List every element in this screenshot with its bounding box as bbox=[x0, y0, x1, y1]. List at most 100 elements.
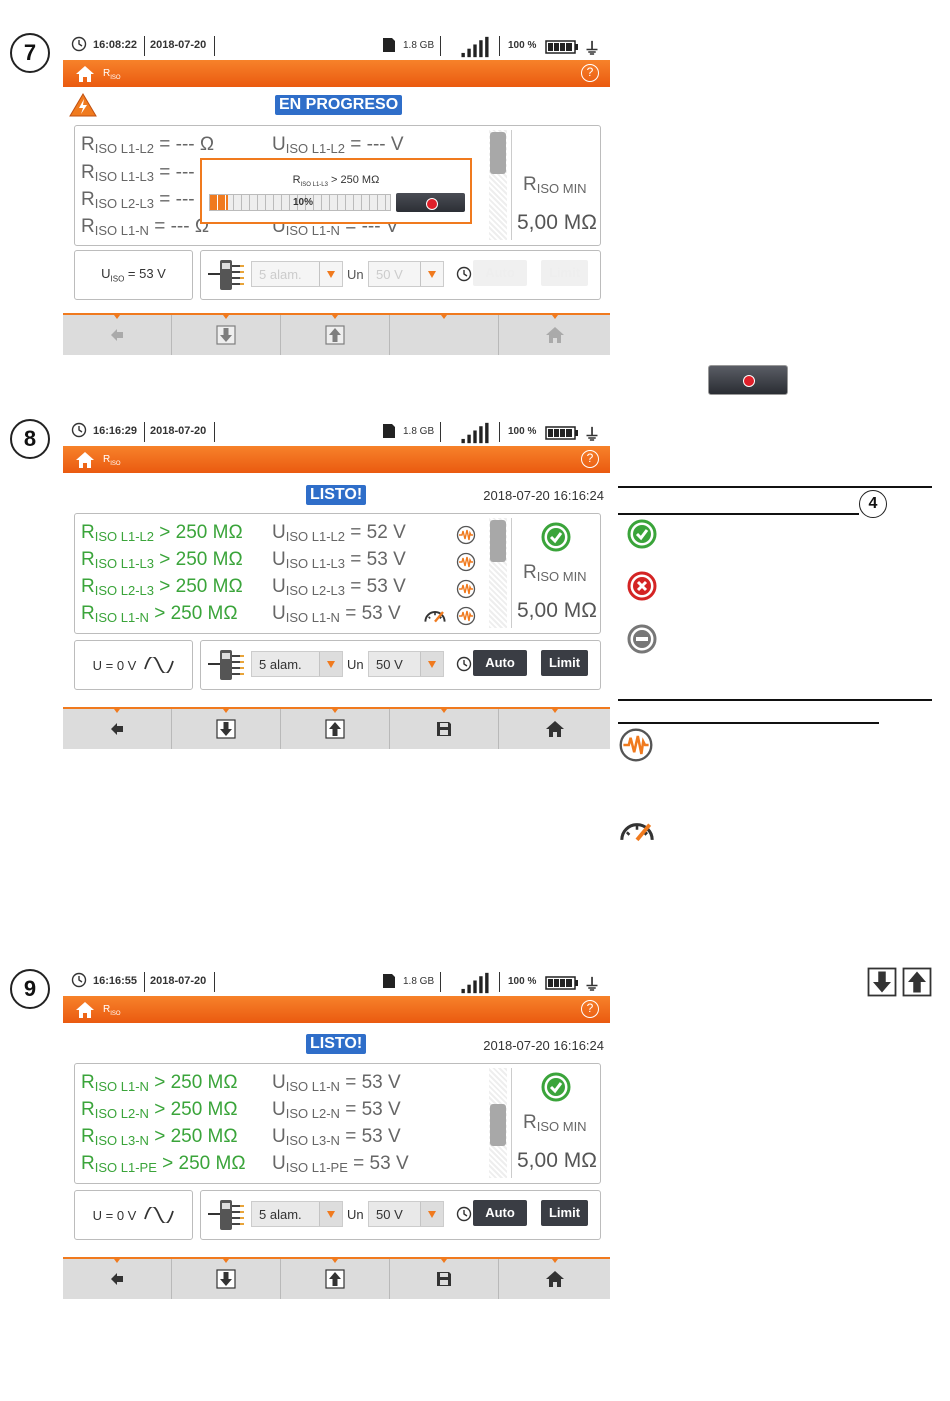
bottom-toolbar bbox=[63, 313, 610, 355]
clock-icon bbox=[71, 422, 87, 438]
divider-line bbox=[618, 699, 932, 701]
stop-hand-icon bbox=[425, 197, 438, 210]
not-evaluated-icon bbox=[626, 623, 658, 655]
rmin-label: RISO MIN bbox=[523, 562, 587, 584]
page-title: RISO bbox=[103, 68, 121, 81]
sd-card-icon bbox=[382, 37, 396, 53]
stop-button[interactable] bbox=[396, 193, 465, 212]
status-date: 2018-07-20 bbox=[150, 39, 207, 51]
back-arrow-icon bbox=[109, 327, 125, 343]
scroll-down-button[interactable] bbox=[172, 709, 281, 749]
screen-9: 16:16:55 2018-07-20 1.8 GB 100 % ⏚ RISO … bbox=[63, 968, 610, 1299]
timer-icon bbox=[456, 1206, 472, 1222]
arrow-down-icon bbox=[216, 1269, 236, 1289]
scroll-up-button[interactable] bbox=[281, 709, 390, 749]
step-number-7: 7 bbox=[10, 33, 50, 73]
arrow-down-icon bbox=[866, 967, 898, 997]
home-button[interactable] bbox=[499, 1259, 610, 1299]
scroll-up-button[interactable] bbox=[281, 315, 390, 355]
status-time: 16:16:55 bbox=[93, 975, 138, 987]
controls-box: 5 alam. Un 50 V Auto Limit bbox=[200, 250, 601, 300]
rmin-value: 5,00 MΩ bbox=[517, 211, 597, 234]
probe-select[interactable]: 5 alam. bbox=[251, 651, 343, 677]
scrollbar[interactable] bbox=[489, 130, 507, 240]
status-date: 2018-07-20 bbox=[150, 425, 207, 437]
auto-button[interactable]: Auto bbox=[473, 260, 527, 286]
sound-wave-icon bbox=[618, 727, 654, 763]
empty-toolbar-slot bbox=[390, 315, 499, 355]
screen-body: LISTO! 2018-07-20 16:16:24 RISO L1-N > 2… bbox=[63, 1023, 610, 1299]
probe-select[interactable]: 5 alam. bbox=[251, 1201, 343, 1227]
arrow-up-icon bbox=[901, 967, 933, 997]
stop-button-legend bbox=[708, 365, 788, 395]
save-button[interactable] bbox=[390, 1259, 499, 1299]
limit-button[interactable]: Limit bbox=[541, 260, 588, 286]
back-button[interactable] bbox=[63, 1259, 172, 1299]
clock-icon bbox=[71, 972, 87, 988]
un-select[interactable]: 50 V bbox=[368, 651, 444, 677]
status-time: 16:16:29 bbox=[93, 425, 138, 437]
rmin-value: 5,00 MΩ bbox=[517, 1149, 597, 1172]
back-button[interactable] bbox=[63, 315, 172, 355]
voltage-box: U = 0 V bbox=[74, 1190, 193, 1240]
auto-button[interactable]: Auto bbox=[473, 1200, 527, 1226]
scroll-down-button[interactable] bbox=[172, 1259, 281, 1299]
home-icon bbox=[545, 1270, 565, 1288]
progress-dialog: RISO L1-L3 > 250 MΩ 10% bbox=[200, 158, 472, 224]
save-button[interactable] bbox=[390, 709, 499, 749]
clock-icon bbox=[71, 36, 87, 52]
plug-icon: ⏚ bbox=[584, 41, 601, 58]
measurement-timestamp: 2018-07-20 16:16:24 bbox=[483, 1038, 604, 1053]
page-title: RISO bbox=[103, 454, 121, 467]
home-icon[interactable] bbox=[75, 451, 95, 469]
auto-button[interactable]: Auto bbox=[473, 650, 527, 676]
un-label: Un bbox=[347, 267, 364, 282]
warning-icon bbox=[69, 93, 97, 117]
help-button[interactable]: ? bbox=[581, 1000, 599, 1018]
plug-icon: ⏚ bbox=[584, 977, 601, 994]
home-icon[interactable] bbox=[75, 65, 95, 83]
scrollbar[interactable] bbox=[489, 1068, 507, 1178]
save-icon bbox=[436, 721, 452, 737]
results-panel: RISO L1-L2 = --- Ω UISO L1-L2 = --- V RI… bbox=[74, 125, 601, 246]
arrow-down-icon bbox=[216, 719, 236, 739]
scroll-up-button[interactable] bbox=[281, 1259, 390, 1299]
rmin-value: 5,00 MΩ bbox=[517, 599, 597, 622]
back-arrow-icon bbox=[109, 1271, 125, 1287]
controls-box: 5 alam. Un 50 V Auto Limit bbox=[200, 1190, 601, 1240]
signal-icon bbox=[458, 422, 492, 444]
probe-select[interactable]: 5 alam. bbox=[251, 261, 343, 287]
scroll-down-button[interactable] bbox=[172, 315, 281, 355]
sound-wave-icon bbox=[456, 552, 476, 572]
title-bar: RISO ? bbox=[63, 60, 610, 87]
status-bar: 16:16:55 2018-07-20 1.8 GB 100 % ⏚ bbox=[63, 968, 610, 996]
home-icon[interactable] bbox=[75, 1001, 95, 1019]
un-select[interactable]: 50 V bbox=[368, 1201, 444, 1227]
arrow-down-icon bbox=[216, 325, 236, 345]
status-battery-percent: 100 % bbox=[508, 426, 537, 437]
status-badge: LISTO! bbox=[306, 485, 367, 505]
limit-button[interactable]: Limit bbox=[541, 650, 588, 676]
back-button[interactable] bbox=[63, 709, 172, 749]
title-bar: RISO ? bbox=[63, 996, 610, 1023]
voltage-readout: UISO = 53 V bbox=[101, 266, 166, 284]
home-button[interactable] bbox=[499, 709, 610, 749]
scrollbar[interactable] bbox=[489, 518, 507, 628]
home-button[interactable] bbox=[499, 315, 610, 355]
back-arrow-icon bbox=[109, 721, 125, 737]
check-ok-icon bbox=[540, 1071, 572, 1103]
signal-icon bbox=[458, 36, 492, 58]
status-bar: 16:16:29 2018-07-20 1.8 GB 100 % ⏚ bbox=[63, 418, 610, 446]
probe-icon bbox=[206, 1198, 246, 1232]
limit-button[interactable]: Limit bbox=[541, 1200, 588, 1226]
fail-x-icon bbox=[626, 570, 658, 602]
bottom-toolbar bbox=[63, 1257, 610, 1299]
status-bar: 16:08:22 2018-07-20 1.8 GB 100 % ⏚ bbox=[63, 32, 610, 60]
probe-icon bbox=[206, 648, 246, 682]
status-memory: 1.8 GB bbox=[403, 426, 435, 437]
voltage-box: UISO = 53 V bbox=[74, 250, 193, 300]
help-button[interactable]: ? bbox=[581, 64, 599, 82]
help-button[interactable]: ? bbox=[581, 450, 599, 468]
un-select[interactable]: 50 V bbox=[368, 261, 444, 287]
un-label: Un bbox=[347, 1207, 364, 1222]
